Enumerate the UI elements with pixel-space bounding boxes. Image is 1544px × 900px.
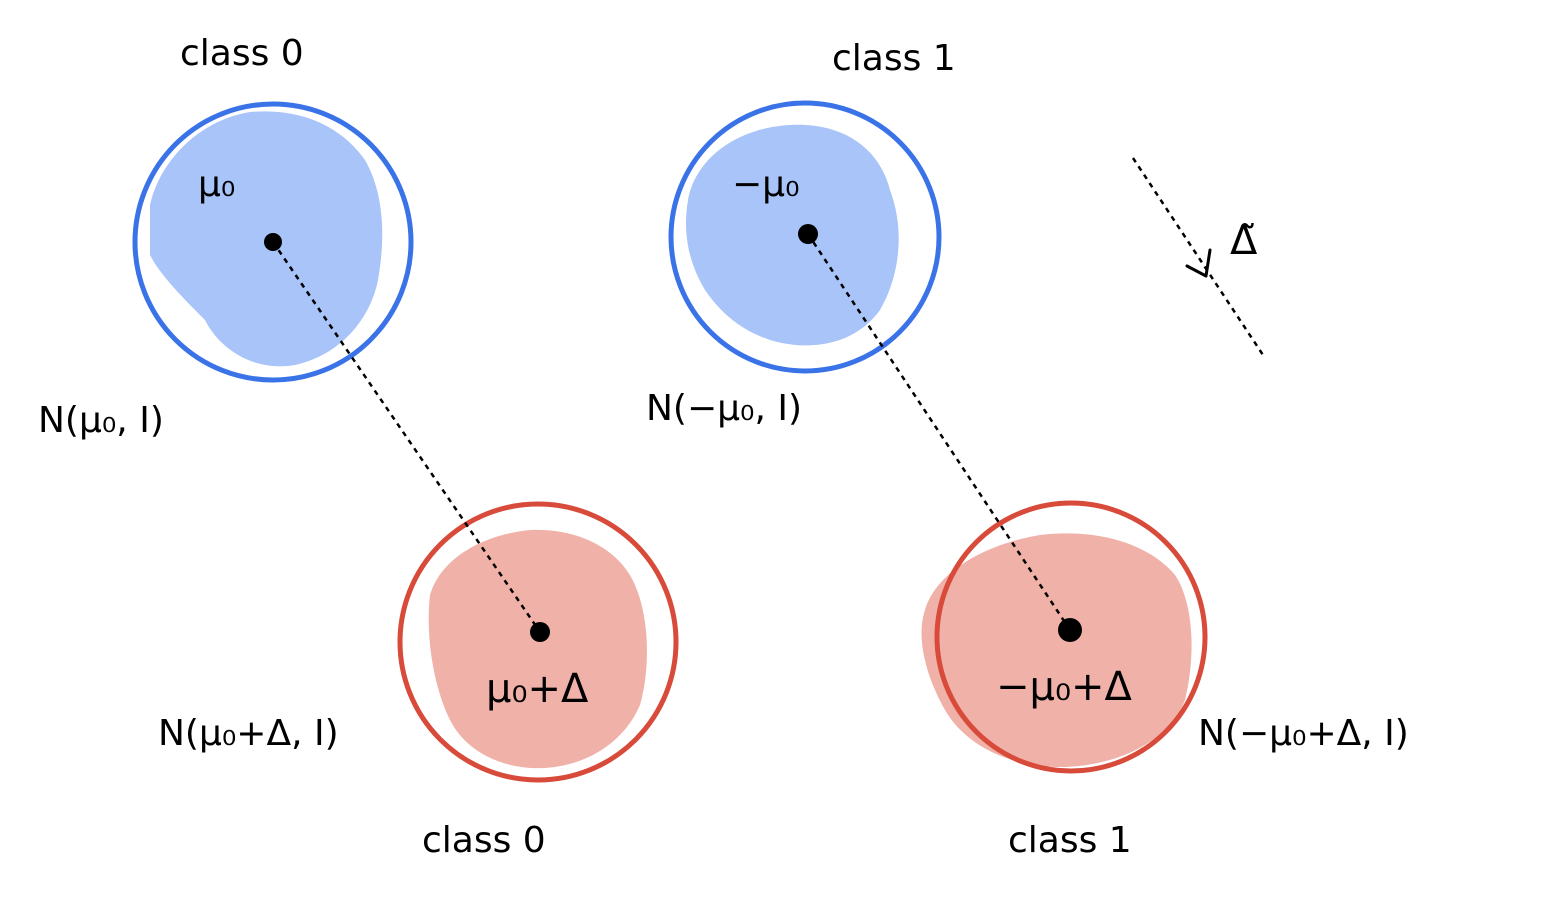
cluster-top-left: μ₀ class 0 N(μ₀, I)	[38, 33, 414, 441]
cluster-ring-bottom-left	[397, 501, 679, 783]
center-label-top-right: −μ₀	[732, 164, 800, 205]
direction-label: Δ̃	[1230, 218, 1258, 264]
dist-label-top-left: N(μ₀, I)	[38, 400, 164, 441]
connector-class1	[806, 233, 1072, 631]
direction-indicator: Δ̃	[1131, 157, 1265, 356]
dist-label-bottom-right: N(−μ₀+Δ, I)	[1198, 713, 1409, 754]
center-label-bottom-right: −μ₀+Δ	[996, 664, 1133, 710]
dist-label-bottom-left: N(μ₀+Δ, I)	[158, 713, 339, 754]
cluster-ring-top-left	[132, 101, 414, 383]
cluster-ring-top-right	[668, 100, 942, 374]
cluster-ring-bottom-right	[934, 500, 1208, 774]
cluster-fill-bottom-right	[921, 533, 1192, 768]
cluster-fill-bottom-left	[428, 529, 647, 769]
dist-label-top-right: N(−μ₀, I)	[646, 388, 802, 429]
direction-arrowhead-icon	[1185, 248, 1212, 278]
center-label-top-left: μ₀	[198, 164, 235, 205]
class-label-bottom-right: class 1	[1008, 820, 1132, 861]
cluster-top-right: −μ₀ class 1 N(−μ₀, I)	[646, 38, 956, 429]
connector-class0	[271, 241, 542, 633]
center-label-bottom-left: μ₀+Δ	[486, 666, 589, 712]
class-label-bottom-left: class 0	[422, 820, 546, 861]
cluster-bottom-left: μ₀+Δ class 0 N(μ₀+Δ, I)	[158, 501, 679, 861]
cluster-bottom-right: −μ₀+Δ class 1 N(−μ₀+Δ, I)	[921, 500, 1409, 861]
class-label-top-right: class 1	[832, 38, 956, 79]
class-label-top-left: class 0	[180, 33, 304, 74]
cluster-fill-top-right	[685, 124, 899, 346]
